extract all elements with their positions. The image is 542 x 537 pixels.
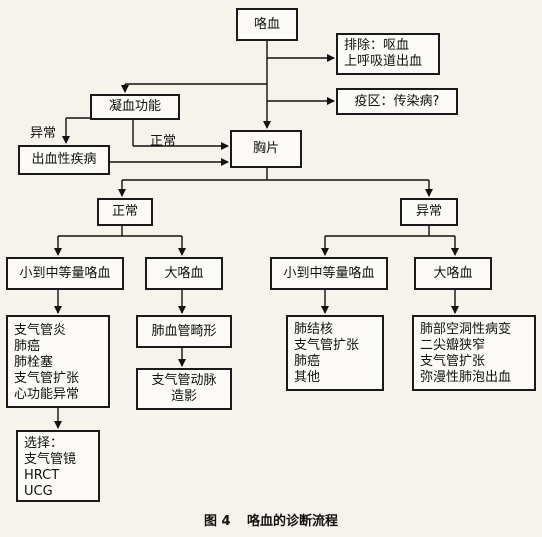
node-abn-large-causes: 肺部空洞性病变 二尖瓣狭窄 支气管扩张 弥漫性肺泡出血: [412, 315, 536, 391]
node-exclude: 排除：呕血 上呼吸道出血: [336, 33, 440, 75]
node-select: 选择： 支气管镜 HRCT UCG: [16, 430, 100, 502]
node-abnormal: 异常: [400, 198, 458, 226]
node-normal-small: 小到中等量咯血: [6, 257, 124, 290]
label-coag-abnormal: 异常: [30, 126, 57, 141]
node-abn-small-causes: 肺结核 支气管扩张 肺癌 其他: [286, 315, 384, 391]
node-abn-large: 大咯血: [414, 257, 492, 290]
node-abn-small: 小到中等量咯血: [270, 257, 388, 290]
node-bleeding-disorder: 出血性疾病: [18, 145, 110, 175]
node-normal: 正常: [97, 198, 153, 226]
node-coagulation: 凝血功能: [90, 94, 180, 120]
node-chest-film: 胸片: [230, 130, 302, 168]
figure-caption: 图 4 咯血的诊断流程: [0, 510, 542, 529]
node-bronchial-angio: 支气管动脉 造影: [136, 368, 232, 410]
node-epidemic: 疫区：传染病?: [336, 88, 458, 115]
figure-number: 图 4: [203, 514, 231, 529]
node-normal-small-causes: 支气管炎 肺癌 肺栓塞 支气管扩张 心功能异常: [6, 315, 110, 408]
node-hemoptysis: 咯血: [236, 8, 298, 41]
node-pulm-malformation: 肺血管畸形: [136, 315, 232, 348]
figure-title: 咯血的诊断流程: [247, 514, 339, 529]
node-normal-large: 大咯血: [145, 257, 223, 290]
label-coag-normal: 正常: [150, 134, 177, 149]
